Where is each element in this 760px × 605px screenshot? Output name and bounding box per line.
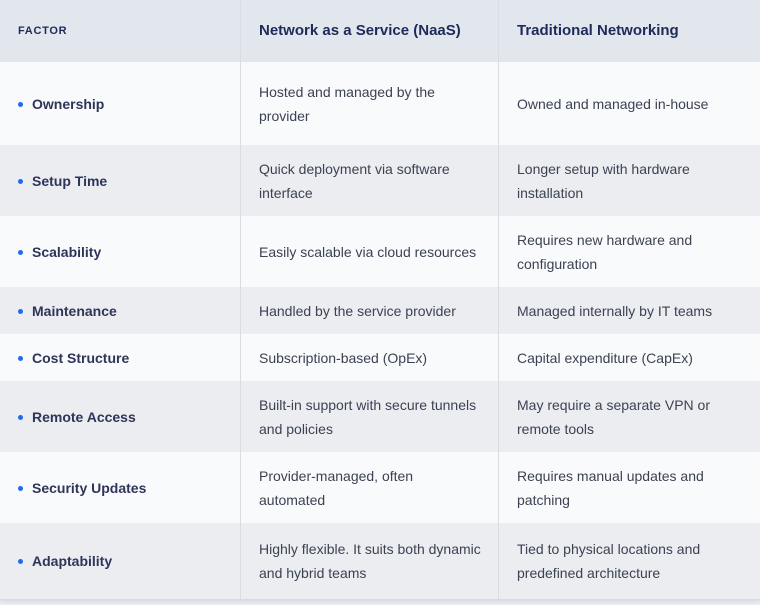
factor-label: Ownership — [32, 95, 105, 112]
traditional-cell: Tied to physical locations and predefine… — [498, 523, 760, 599]
column-header-naas-label: Network as a Service (NaaS) — [259, 22, 461, 39]
naas-cell: Highly flexible. It suits both dynamic a… — [240, 523, 498, 599]
naas-value: Easily scalable via cloud resources — [259, 243, 477, 260]
traditional-cell: Managed internally by IT teams — [498, 287, 760, 334]
column-header-traditional: Traditional Networking — [498, 0, 760, 62]
bullet-icon — [18, 249, 23, 255]
factor-label: Security Updates — [32, 479, 147, 496]
factor-cell: Adaptability — [0, 523, 240, 599]
traditional-value: Owned and managed in-house — [517, 95, 709, 112]
naas-value: Built-in support with secure tunnels and… — [259, 396, 477, 437]
naas-cell: Hosted and managed by the provider — [240, 62, 498, 145]
traditional-value: Requires manual updates and patching — [517, 467, 704, 508]
naas-cell: Handled by the service provider — [240, 287, 498, 334]
traditional-value: May require a separate VPN or remote too… — [517, 396, 710, 437]
traditional-cell: Longer setup with hardware installation — [498, 145, 760, 216]
traditional-value: Capital expenditure (CapEx) — [517, 349, 693, 366]
table-row: Adaptability Highly flexible. It suits bo… — [0, 523, 760, 599]
table-row: Cost Structure Subscription-based (OpEx) C… — [0, 334, 760, 381]
factor-cell: Remote Access — [0, 381, 240, 452]
traditional-cell: Capital expenditure (CapEx) — [498, 334, 760, 381]
table-header-row: FACTOR Network as a Service (NaaS) Tradi… — [0, 0, 760, 62]
traditional-value: Managed internally by IT teams — [517, 302, 713, 319]
naas-cell: Provider-managed, often automated — [240, 452, 498, 523]
bullet-icon — [18, 178, 23, 184]
column-header-factor: FACTOR — [0, 0, 240, 62]
naas-cell: Built-in support with secure tunnels and… — [240, 381, 498, 452]
bullet-icon — [18, 101, 23, 107]
table-row: Remote Access Built-in support with secur… — [0, 381, 760, 452]
naas-value: Highly flexible. It suits both dynamic a… — [259, 541, 481, 581]
table-row: Setup Time Quick deployment via software … — [0, 145, 760, 216]
factor-cell: Cost Structure — [0, 334, 240, 381]
bullet-icon — [18, 308, 23, 314]
bullet-icon — [18, 355, 23, 361]
table-row: Maintenance Handled by the service provid… — [0, 287, 760, 334]
traditional-cell: Owned and managed in-house — [498, 62, 760, 145]
traditional-value: Longer setup with hardware installation — [517, 160, 690, 201]
factor-cell: Setup Time — [0, 145, 240, 216]
factor-cell: Scalability — [0, 216, 240, 287]
bullet-icon — [18, 485, 23, 491]
traditional-cell: Requires new hardware and configuration — [498, 216, 760, 287]
traditional-value: Tied to physical locations and predefine… — [517, 541, 701, 581]
table-row: Security Updates Provider-managed, often … — [0, 452, 760, 523]
factor-label: Scalability — [32, 243, 102, 260]
factor-cell: Maintenance — [0, 287, 240, 334]
naas-value: Handled by the service provider — [259, 302, 456, 319]
column-header-factor-label: FACTOR — [18, 25, 68, 37]
naas-cell: Subscription-based (OpEx) — [240, 334, 498, 381]
table-row: Ownership Hosted and managed by the provi… — [0, 62, 760, 145]
traditional-cell: Requires manual updates and patching — [498, 452, 760, 523]
bullet-icon — [18, 559, 23, 564]
factor-cell: Ownership — [0, 62, 240, 145]
traditional-value: Requires new hardware and configuration — [517, 231, 693, 272]
column-header-traditional-label: Traditional Networking — [517, 22, 679, 39]
naas-value: Provider-managed, often automated — [259, 467, 414, 508]
naas-cell: Quick deployment via software interface — [240, 145, 498, 216]
bullet-icon — [18, 414, 23, 420]
naas-value: Quick deployment via software interface — [259, 160, 450, 201]
table-row: Scalability Easily scalable via cloud res… — [0, 216, 760, 287]
factor-label: Maintenance — [32, 302, 117, 319]
factor-label: Remote Access — [32, 408, 136, 425]
naas-value: Subscription-based (OpEx) — [259, 349, 428, 366]
traditional-cell: May require a separate VPN or remote too… — [498, 381, 760, 452]
factor-label: Adaptability — [32, 553, 113, 569]
naas-cell: Easily scalable via cloud resources — [240, 216, 498, 287]
naas-value: Hosted and managed by the provider — [259, 83, 435, 124]
factor-cell: Security Updates — [0, 452, 240, 523]
factor-label: Setup Time — [32, 172, 108, 189]
factor-label: Cost Structure — [32, 349, 130, 366]
column-header-naas: Network as a Service (NaaS) — [240, 0, 498, 62]
